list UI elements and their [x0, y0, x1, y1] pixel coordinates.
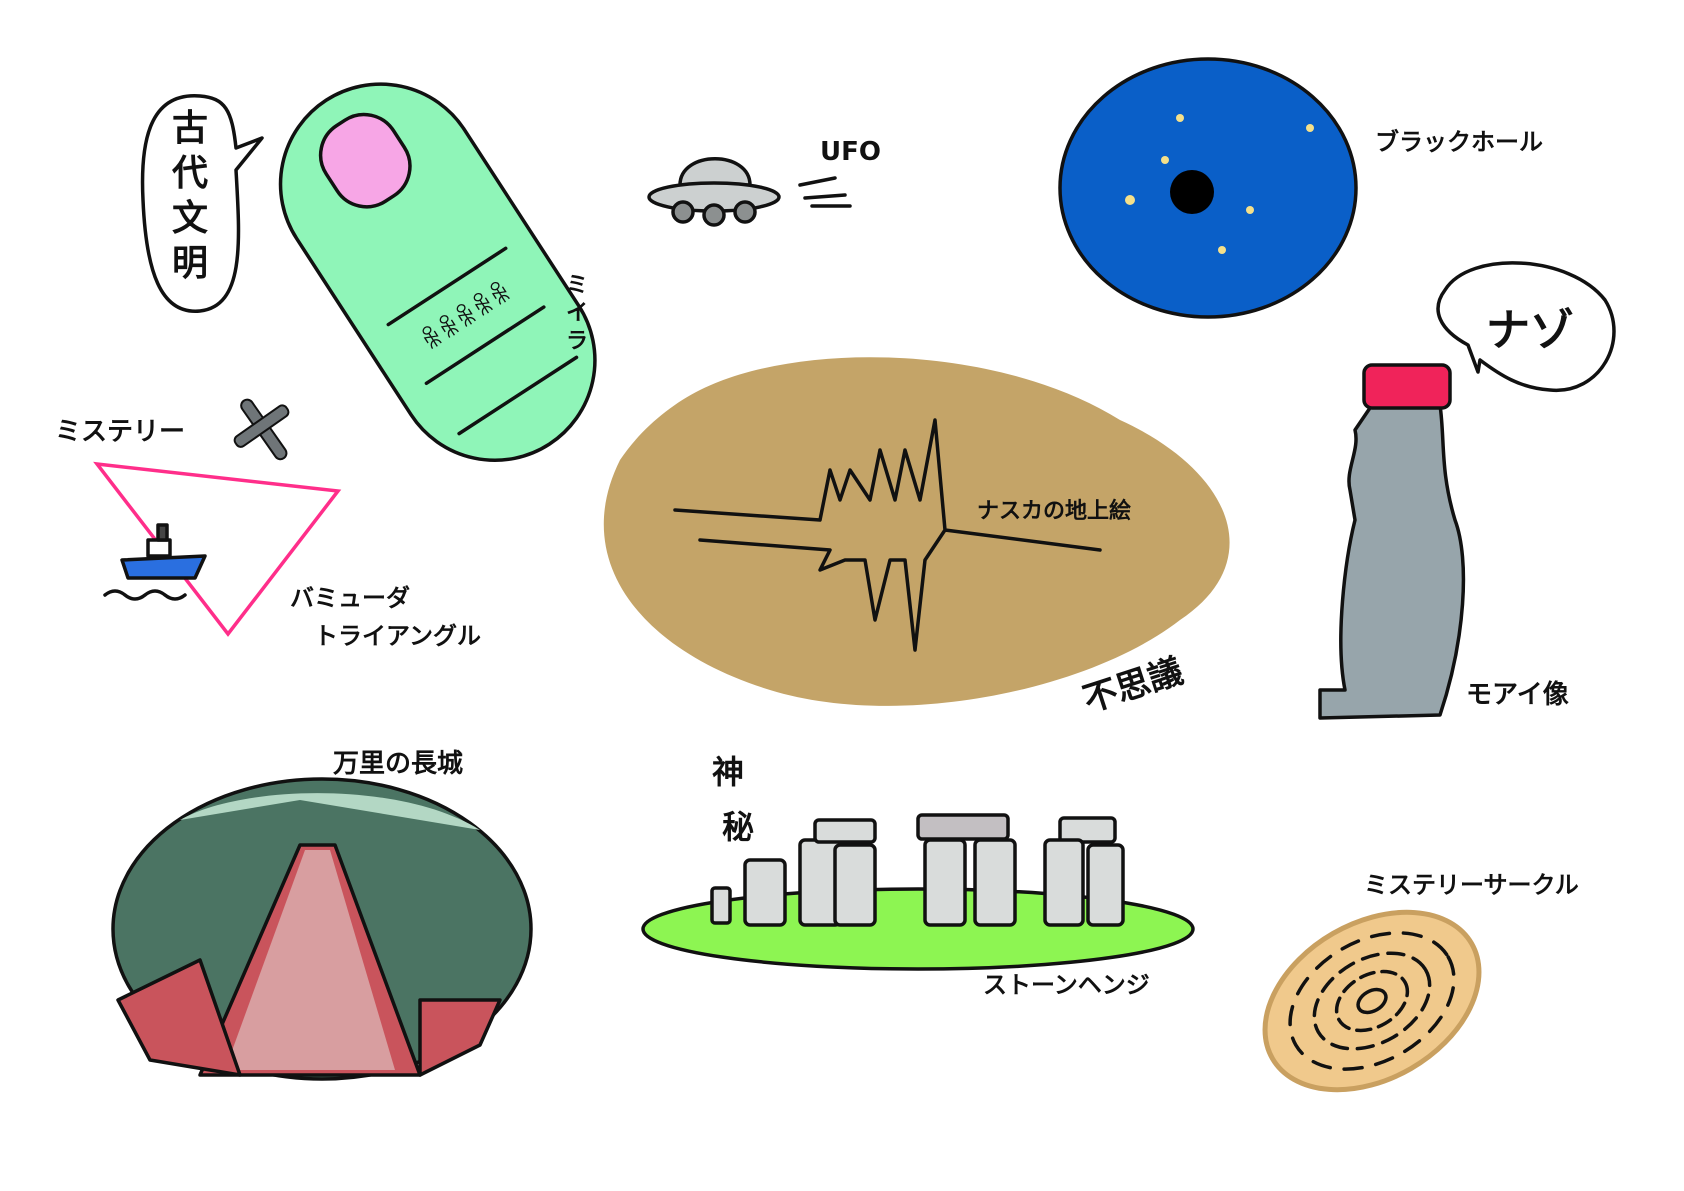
stonehenge-illustration [641, 813, 1195, 971]
moai-label: モアイ像 [1466, 680, 1570, 710]
mummy-label-3: ラ [566, 329, 588, 354]
mummy-label-2: イ [566, 301, 588, 326]
black-hole-illustration [1058, 57, 1358, 319]
mystery-label: ミステリー [55, 417, 185, 447]
stonehenge-label: ストーンヘンジ [983, 971, 1150, 999]
nazca-label: ナスカの地上絵 [977, 498, 1131, 524]
speech-bubble-nazo: ナゾ [1436, 261, 1616, 392]
great-wall-illustration [111, 777, 533, 1081]
ancient-label-3: 文 [172, 198, 208, 239]
ancient-label-2: 代 [171, 153, 208, 194]
ufo-illustration [647, 157, 852, 227]
ufo-label: UFO [820, 137, 881, 167]
ship-icon [103, 523, 207, 601]
ancient-label-1: 古 [172, 108, 208, 149]
bermuda-label-2: トライアングル [314, 622, 481, 650]
speech-bubble-ancient: 古 代 文 明 [140, 94, 264, 313]
crop-circle-label: ミステリーサークル [1364, 871, 1579, 899]
nazo-label: ナゾ [1486, 305, 1574, 356]
mummy-illustration: ꆜꆜꆜꆜꆜ [278, 82, 597, 463]
bermuda-triangle-illustration [93, 398, 342, 637]
mummy-label-1: ミ [566, 273, 588, 298]
great-wall-label: 万里の長城 [333, 749, 463, 779]
shinpi-label-1: 神 [712, 753, 744, 791]
nazca-lines-illustration [603, 357, 1230, 706]
moai-illustration [1318, 363, 1466, 720]
bermuda-label-1: バミューダ [290, 584, 410, 612]
ancient-label-4: 明 [172, 243, 208, 284]
airplane-icon [233, 398, 290, 461]
crop-circle-illustration [1262, 909, 1482, 1093]
black-hole-label: ブラックホール [1375, 128, 1543, 156]
shinpi-label-2: 秘 [722, 808, 754, 846]
